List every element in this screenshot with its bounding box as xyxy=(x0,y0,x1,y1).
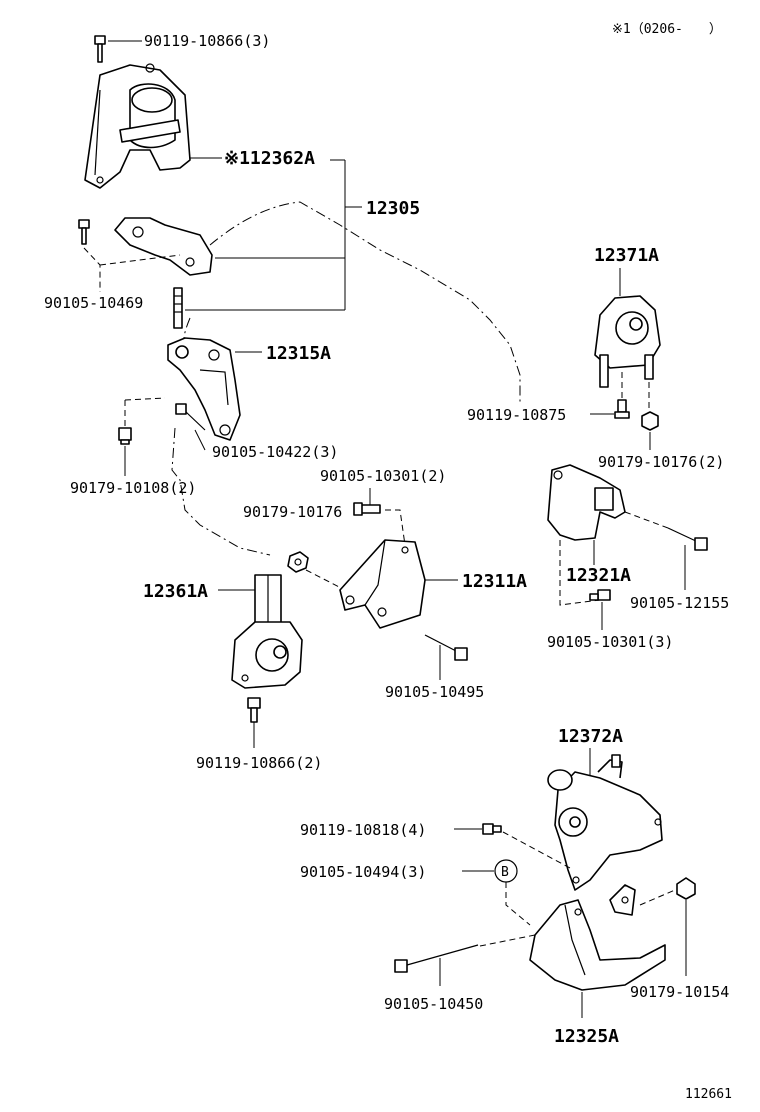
label-90179-10176: 90179-10176 xyxy=(243,503,342,521)
bolt-icon[interactable] xyxy=(667,527,708,551)
label-90105-10450: 90105-10450 xyxy=(384,995,483,1013)
bolt-icon[interactable] xyxy=(247,697,261,723)
label-12372a: 12372A xyxy=(558,726,623,747)
guide-line xyxy=(479,934,536,947)
engine-mount-icon[interactable] xyxy=(594,295,661,388)
label-12361a: 12361A xyxy=(143,581,208,602)
label-bolt-top: 90119-10866(3) xyxy=(144,32,270,50)
label-90105-10469: 90105-10469 xyxy=(44,294,143,312)
bolt-icon[interactable] xyxy=(175,403,206,431)
label-12305: 12305 xyxy=(366,198,420,219)
header-note: ※1（0206- ） xyxy=(612,22,722,37)
label-90105-10422: 90105-10422(3) xyxy=(212,443,338,461)
guide-line xyxy=(559,540,601,606)
bolt-icon[interactable] xyxy=(78,219,90,245)
bracket-icon[interactable] xyxy=(547,464,626,541)
label-90179-10176-2: 90179-10176(2) xyxy=(598,453,724,471)
label-12362a: ※112362A xyxy=(224,148,315,169)
label-12321a: 12321A xyxy=(566,565,631,586)
engine-mount-icon[interactable] xyxy=(231,574,303,689)
guide-line xyxy=(505,882,531,926)
bracket-icon[interactable] xyxy=(167,337,241,441)
nut-icon[interactable] xyxy=(676,877,696,900)
label-12311a: 12311A xyxy=(462,571,527,592)
label-90105-10301-3: 90105-10301(3) xyxy=(547,633,673,651)
alignment-line xyxy=(171,427,271,556)
label-90179-10108: 90179-10108(2) xyxy=(70,479,196,497)
alignment-line xyxy=(209,201,521,405)
callout-b-label: B xyxy=(501,865,509,880)
bracket-icon[interactable] xyxy=(529,884,666,991)
figure-id: 112661 xyxy=(685,1087,732,1102)
guide-line xyxy=(385,509,406,546)
engine-mount-icon[interactable] xyxy=(84,63,191,189)
nut-icon[interactable] xyxy=(287,551,309,573)
bracket-icon[interactable] xyxy=(339,539,426,629)
label-90105-12155: 90105-12155 xyxy=(630,594,729,612)
guide-line xyxy=(124,397,166,401)
engine-mount-icon[interactable] xyxy=(547,754,663,891)
label-90119-10866-2: 90119-10866(2) xyxy=(196,754,322,772)
guide-line xyxy=(83,247,101,292)
guide-line xyxy=(99,254,181,266)
label-90105-10494: 90105-10494(3) xyxy=(300,863,426,881)
bolt-icon[interactable] xyxy=(589,589,611,601)
guide-line xyxy=(502,831,571,869)
label-12315a: 12315A xyxy=(266,343,331,364)
bracket-icon[interactable] xyxy=(114,217,213,276)
label-12371a: 12371A xyxy=(594,245,659,266)
bolt-icon[interactable] xyxy=(424,634,468,661)
bolt-icon[interactable] xyxy=(614,399,630,419)
bolt-icon[interactable] xyxy=(394,944,479,973)
label-90119-10818: 90119-10818(4) xyxy=(300,821,426,839)
label-90105-10301-2: 90105-10301(2) xyxy=(320,467,446,485)
label-90105-10495: 90105-10495 xyxy=(385,683,484,701)
bolt-icon[interactable] xyxy=(482,823,502,835)
nut-icon[interactable] xyxy=(118,427,132,445)
guide-line xyxy=(305,569,346,591)
bolt-icon[interactable] xyxy=(353,502,381,516)
label-12325a: 12325A xyxy=(554,1026,619,1047)
nut-icon[interactable] xyxy=(641,411,659,431)
guide-line xyxy=(624,511,669,529)
leader-line xyxy=(194,429,206,451)
label-90179-10154: 90179-10154 xyxy=(630,983,729,1001)
label-90119-10875: 90119-10875 xyxy=(467,406,566,424)
callout-b: B xyxy=(494,859,518,883)
stud-icon[interactable] xyxy=(173,287,183,329)
bolt-icon[interactable] xyxy=(94,35,106,63)
guide-line xyxy=(639,889,676,906)
